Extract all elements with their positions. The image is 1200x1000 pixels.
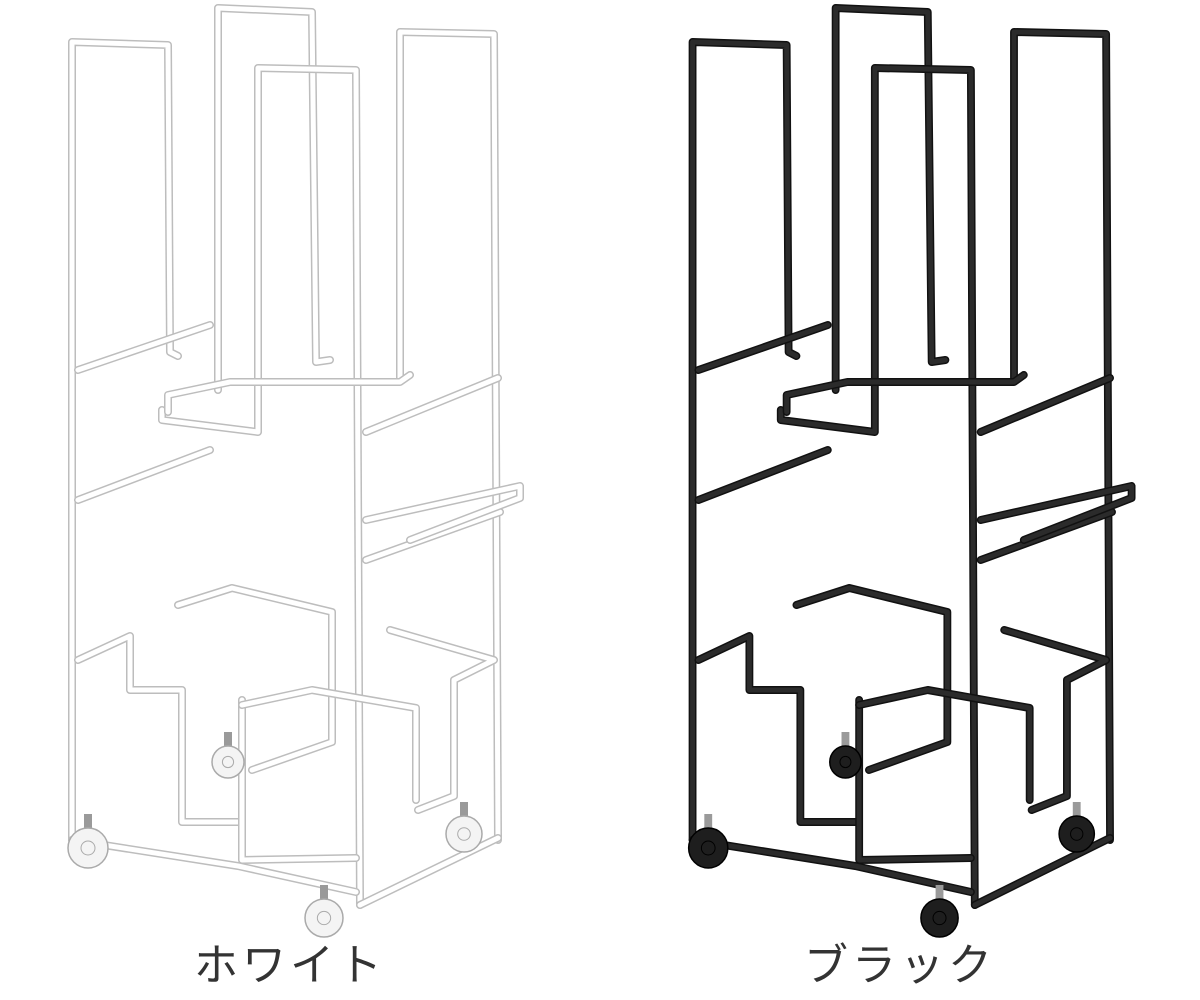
frame-base-rail-right — [357, 835, 501, 908]
caster-front-right-hub — [932, 910, 947, 926]
frame-basket-left — [75, 633, 241, 825]
frame-mid-bar-left — [695, 447, 831, 503]
frame-basket-left — [695, 633, 858, 825]
frame-center-bottom — [784, 372, 1027, 415]
caster-back-left-hub — [839, 755, 852, 769]
frame-base-rail-right — [972, 835, 1113, 908]
caster-back-left — [211, 745, 245, 779]
caster-front-left-hub — [700, 840, 716, 856]
frame-center-loop-outline — [776, 64, 979, 909]
frame-right-loop — [1011, 29, 1113, 843]
frame-mid-bar-left — [75, 447, 213, 503]
caster-front-left-hub — [80, 840, 96, 856]
frame-upper-bar-left — [695, 322, 831, 373]
caster-back-right-hub — [1070, 827, 1084, 841]
frame-base-rail-left — [69, 837, 359, 895]
frame-left-upright — [690, 39, 799, 843]
frame-basket-front-top — [239, 687, 419, 803]
caster-back-right — [445, 815, 483, 853]
frame-left-upright — [69, 39, 181, 843]
caster-back-right-stem — [460, 802, 468, 816]
rack-frame-group — [687, 4, 1136, 938]
frame-mid-bar-right — [978, 509, 1115, 563]
caster-back-right — [1058, 815, 1096, 853]
caster-front-right-hub — [316, 910, 332, 926]
caster-back-left-stem — [224, 732, 232, 746]
caster-back-left-hub — [221, 755, 235, 769]
frame-left-upright-outline — [688, 38, 801, 844]
frame-basket-right — [387, 627, 497, 813]
caster-back-left-stem — [841, 732, 850, 746]
frame-basket-front — [239, 697, 359, 863]
frame-center-loop-outline — [158, 64, 364, 909]
frame-back-loop-1 — [215, 5, 333, 393]
frame-basket-front — [856, 697, 974, 863]
color-label-white: ホワイト — [194, 940, 386, 991]
frame-center-loop — [159, 65, 363, 908]
frame-basket-back-outline — [174, 584, 336, 774]
frame-basket-left-outline — [74, 632, 242, 826]
rack-image-white — [67, 4, 524, 938]
frame-basket-back-outline — [792, 584, 952, 774]
caster-back-right-stem — [1072, 802, 1081, 816]
frame-upper-bar-right — [978, 375, 1113, 435]
frame-basket-right — [1001, 627, 1109, 813]
caster-front-left — [67, 827, 109, 869]
product-panel-black: ブラック — [600, 0, 1200, 1000]
frame-basket-back — [793, 585, 950, 773]
frame-basket-front-outline — [238, 696, 360, 864]
frame-right-loop — [397, 29, 501, 843]
caster-front-right — [920, 898, 959, 938]
frame-upper-bar-left — [75, 322, 213, 373]
caster-front-right — [304, 898, 344, 938]
frame-back-loop-1 — [833, 5, 948, 393]
frame-center-bottom — [165, 372, 413, 415]
caster-front-left-stem — [84, 814, 92, 828]
caster-front-right-stem — [320, 885, 328, 899]
caster-front-right-stem — [935, 885, 944, 899]
rack-frame-group — [67, 4, 524, 938]
frame-center-loop — [778, 65, 978, 908]
frame-basket-left-outline — [694, 632, 860, 826]
frame-upper-bar-right — [363, 375, 501, 435]
frame-left-upright-outline — [68, 38, 182, 844]
frame-basket-front-top — [856, 687, 1033, 803]
caster-front-left-stem — [704, 814, 713, 828]
frame-handle-bar — [363, 483, 523, 543]
frame-basket-front-outline — [855, 696, 975, 864]
product-panel-white: ホワイト — [67, 4, 524, 991]
frame-handle-bar — [978, 483, 1135, 543]
frame-base-rail-left — [690, 837, 974, 895]
caster-back-right-hub — [457, 827, 471, 841]
caster-front-left — [687, 827, 729, 869]
caster-back-left — [829, 745, 862, 779]
frame-mid-bar-right — [363, 509, 503, 563]
color-label-black: ブラック — [804, 940, 996, 991]
rack-image-black — [687, 4, 1136, 938]
frame-basket-back — [175, 585, 335, 773]
